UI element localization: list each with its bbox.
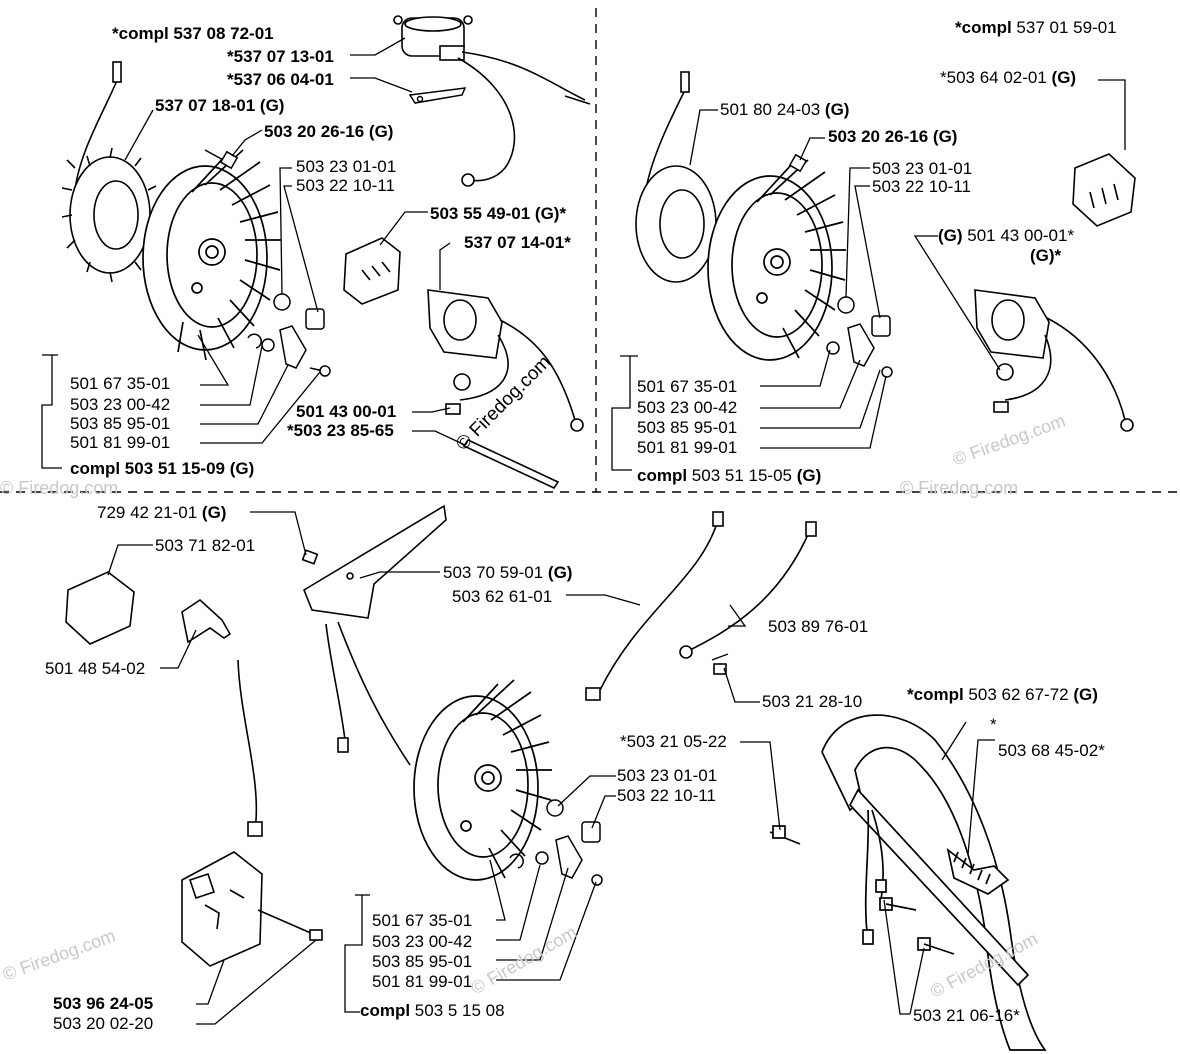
label-compl-503-51-15-05-suffix: (G) bbox=[796, 466, 822, 485]
spark-plug-cap-bottom bbox=[181, 598, 232, 644]
label-503-23-01-01-b: 503 23 01-01 bbox=[617, 766, 718, 785]
label-501-81-99-01-tr: 501 81 99-01 bbox=[637, 438, 738, 457]
flywheel-bottom bbox=[413, 679, 552, 881]
label-501-67-35-01-b: 501 67 35-01 bbox=[372, 911, 473, 930]
label-503-55-49-01: 503 55 49-01 (G)* bbox=[430, 204, 567, 223]
label-503-70-59-01-suffix: (G) bbox=[547, 563, 573, 582]
label-503-62-61-01: 503 62 61-01 bbox=[452, 587, 553, 606]
flywheel-top-right bbox=[707, 159, 846, 361]
label-503-64-02-01-suffix: (G) bbox=[1051, 68, 1077, 87]
label-compl-503-51-15-05-prefix: compl bbox=[637, 466, 688, 485]
hardware-top-left bbox=[204, 149, 331, 377]
label-compl-503-51-15-09: compl 503 51 15-09 (G) bbox=[70, 459, 255, 478]
label-compl-503-62-67-72-prefix: *compl bbox=[907, 685, 964, 704]
label-503-20-02-20: 503 20 02-20 bbox=[53, 1014, 154, 1033]
label-503-23-00-42-b: 503 23 00-42 bbox=[372, 932, 473, 951]
label-503-20-26-16-tr: 503 20 26-16 (G) bbox=[828, 127, 958, 146]
label-503-70-59-01: 503 70 59-01 bbox=[443, 563, 548, 582]
label-compl-503-62-67-72-suffix: (G) bbox=[1073, 685, 1098, 704]
watermark-left: © Firedog.com bbox=[0, 478, 119, 498]
wires-bottom bbox=[585, 511, 817, 701]
label-503-85-95-01-tl: 503 85 95-01 bbox=[70, 414, 171, 433]
label-503-23-85-65: *503 23 85-65 bbox=[287, 421, 394, 440]
label-503-22-10-11-tr: 503 22 10-11 bbox=[872, 177, 971, 196]
label-501-43-00-01: 501 43 00-01 bbox=[296, 402, 397, 421]
hardware-bottom bbox=[509, 799, 603, 886]
label-503-21-28-10: 503 21 28-10 bbox=[762, 692, 863, 711]
label-501-67-35-01-tr: 501 67 35-01 bbox=[637, 377, 738, 396]
label-g-prefix: (G) bbox=[938, 226, 963, 245]
label-503-23-00-42-tl: 503 23 00-42 bbox=[70, 395, 171, 414]
label-compl-503-51-15-bottom-prefix: compl bbox=[360, 1001, 411, 1020]
label-compl-503-51-15-05: 503 51 15-05 bbox=[687, 466, 797, 485]
label-503-96-24-05: 503 96 24-05 bbox=[53, 994, 154, 1013]
label-star: * bbox=[990, 715, 997, 734]
label-503-21-05-22: *503 21 05-22 bbox=[620, 732, 727, 751]
panel-dividers bbox=[0, 8, 1180, 493]
switch-top-right bbox=[1072, 153, 1136, 227]
label-729-42-21-01-suffix: (G) bbox=[201, 503, 227, 522]
ignition-module-coil-top-left bbox=[393, 15, 591, 187]
label-537-07-13-01: *537 07 13-01 bbox=[227, 47, 334, 66]
label-compl-537-08-72-01: *compl 537 08 72-01 bbox=[112, 24, 274, 43]
label-501-48-54-02: 501 48 54-02 bbox=[45, 659, 146, 678]
label-501-80-24-03-suffix: (G) bbox=[824, 100, 850, 119]
label-501-43-00-01-tr: 501 43 00-01* bbox=[962, 226, 1075, 245]
watermark-right: © Firedog.com bbox=[900, 478, 1019, 498]
switch-top-left bbox=[343, 237, 401, 305]
label-compl-503-51-15-bottom: 503 5 15 08 bbox=[410, 1001, 505, 1020]
label-503-22-10-11-tl: 503 22 10-11 bbox=[296, 176, 395, 195]
flywheel-top-left bbox=[142, 149, 281, 361]
label-503-89-76-01: 503 89 76-01 bbox=[768, 617, 869, 636]
bracket-537-06-04 bbox=[408, 87, 467, 104]
label-729-42-21-01: 729 42 21-01 bbox=[97, 503, 202, 522]
label-503-85-95-01-tr: 503 85 95-01 bbox=[637, 418, 738, 437]
label-537-07-18-01: 537 07 18-01 (G) bbox=[155, 96, 285, 115]
label-503-68-45-02: 503 68 45-02* bbox=[998, 741, 1105, 760]
label-503-23-00-42-tr: 503 23 00-42 bbox=[637, 398, 738, 417]
label-501-81-99-01-b: 501 81 99-01 bbox=[372, 972, 473, 991]
label-501-80-24-03: 501 80 24-03 bbox=[720, 100, 825, 119]
label-503-23-01-01-tl: 503 23 01-01 bbox=[296, 157, 397, 176]
label-g-star: (G)* bbox=[1030, 246, 1062, 265]
armature-stator-top-left bbox=[61, 61, 160, 283]
leader-lines bbox=[41, 37, 1126, 1025]
ignition-coil-537-07-14 bbox=[427, 289, 584, 490]
label-503-64-02-01: *503 64 02-01 bbox=[940, 68, 1052, 87]
label-537-07-14-01: 537 07 14-01* bbox=[464, 233, 571, 252]
label-501-81-99-01-tl: 501 81 99-01 bbox=[70, 433, 171, 452]
bracket-503-70-59 bbox=[301, 504, 447, 766]
label-501-67-35-01-tl: 501 67 35-01 bbox=[70, 374, 171, 393]
label-503-21-06-16: 503 21 06-16* bbox=[913, 1006, 1020, 1025]
ignition-module-bottom bbox=[181, 659, 323, 967]
armature-stator-top-right bbox=[635, 71, 717, 283]
label-503-85-95-01-b: 503 85 95-01 bbox=[372, 952, 473, 971]
label-503-23-01-01-tr: 503 23 01-01 bbox=[872, 159, 973, 178]
label-503-71-82-01: 503 71 82-01 bbox=[155, 536, 256, 555]
label-537-06-04-01: *537 06 04-01 bbox=[227, 70, 334, 89]
label-compl-503-62-67-72: 503 62 67-72 bbox=[963, 685, 1074, 704]
ignition-coil-top-right bbox=[974, 289, 1134, 432]
label-compl-537-01-59-01: 537 01 59-01 bbox=[1011, 18, 1117, 37]
switch-bottom bbox=[65, 571, 135, 645]
label-503-22-10-11-b: 503 22 10-11 bbox=[617, 786, 716, 805]
label-503-20-26-16-tl: 503 20 26-16 (G) bbox=[264, 122, 394, 141]
label-compl-537-01-59-01-prefix: *compl bbox=[955, 18, 1012, 37]
front-handle-bottom bbox=[769, 714, 1047, 1051]
